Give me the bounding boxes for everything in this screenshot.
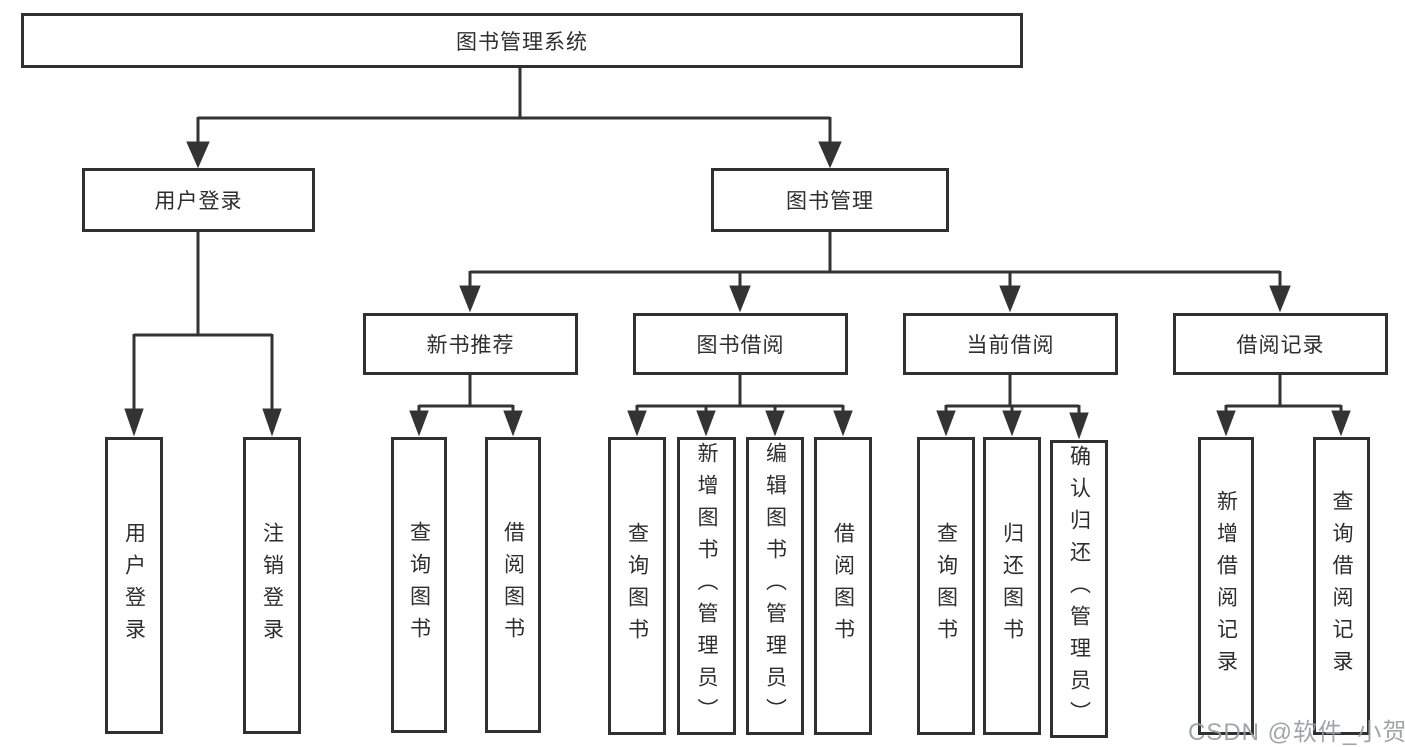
leaf-confirm-return-admin: 确认归还（管理员）	[1050, 440, 1108, 738]
leaf-add-books-admin: 新增图书（管理员）	[677, 437, 736, 735]
node-book-borrowing: 图书借阅	[633, 313, 848, 375]
leaf-confirm-return-admin-label: 确认归还（管理员）	[1067, 445, 1091, 733]
node-book-management-module-label: 图书管理	[786, 190, 874, 213]
edge-book-borrow-to-leaves	[627, 375, 853, 437]
edge-borrow-records-to-leaves	[1216, 375, 1351, 437]
leaf-return-books-label: 归还图书	[1000, 522, 1024, 650]
leaf-logout-label: 注销登录	[260, 521, 284, 650]
leaf-user-login: 用户登录	[105, 437, 163, 734]
leaf-newbook-borrow-books: 借阅图书	[485, 437, 541, 733]
leaf-edit-books-admin: 编辑图书（管理员）	[746, 437, 804, 735]
leaf-current-query-books: 查询图书	[917, 437, 975, 735]
leaf-borrow-books: 借阅图书	[814, 437, 872, 735]
leaf-query-borrow-record-label: 查询借阅记录	[1330, 490, 1353, 682]
edge-book-mgmt-to-submodules	[459, 232, 1291, 313]
leaf-borrow-books-label: 借阅图书	[831, 522, 855, 650]
node-current-borrowing-label: 当前借阅	[966, 334, 1055, 357]
node-new-book-recommend: 新书推荐	[363, 313, 578, 375]
node-root-system: 图书管理系统	[21, 13, 1023, 68]
node-borrowing-records-label: 借阅记录	[1236, 334, 1325, 357]
edge-new-book-to-leaves	[409, 375, 523, 437]
edge-current-borrow-to-leaves	[936, 375, 1089, 440]
node-borrowing-records: 借阅记录	[1173, 313, 1388, 375]
leaf-add-borrow-record-label: 新增借阅记录	[1214, 490, 1238, 682]
leaf-logout: 注销登录	[243, 437, 301, 734]
leaf-add-borrow-record: 新增借阅记录	[1198, 437, 1254, 735]
node-current-borrowing: 当前借阅	[903, 313, 1118, 375]
edge-user-login-to-leaves	[124, 232, 282, 437]
leaf-return-books: 归还图书	[983, 437, 1041, 735]
node-book-borrowing-label: 图书借阅	[696, 334, 785, 357]
leaf-newbook-borrow-books-label: 借阅图书	[501, 521, 525, 649]
node-new-book-recommend-label: 新书推荐	[426, 334, 515, 357]
node-book-management-module: 图书管理	[711, 168, 949, 232]
csdn-watermark: CSDN @软件_小贺同学	[1188, 719, 1405, 746]
leaf-borrow-query-books: 查询图书	[608, 437, 666, 735]
leaf-current-query-books-label: 查询图书	[934, 522, 958, 650]
leaf-edit-books-admin-label: 编辑图书（管理员）	[763, 442, 787, 730]
node-user-login-module-label: 用户登录	[154, 190, 243, 213]
leaf-user-login-label: 用户登录	[122, 521, 146, 650]
leaf-query-borrow-record: 查询借阅记录	[1313, 437, 1370, 735]
leaf-borrow-query-books-label: 查询图书	[625, 522, 649, 650]
leaf-add-books-admin-label: 新增图书（管理员）	[695, 442, 718, 730]
edge-root-to-modules	[186, 68, 842, 169]
leaf-newbook-query-books: 查询图书	[391, 437, 447, 733]
node-root-system-label: 图书管理系统	[456, 30, 588, 54]
node-user-login-module: 用户登录	[82, 168, 315, 232]
leaf-newbook-query-books-label: 查询图书	[407, 521, 431, 649]
